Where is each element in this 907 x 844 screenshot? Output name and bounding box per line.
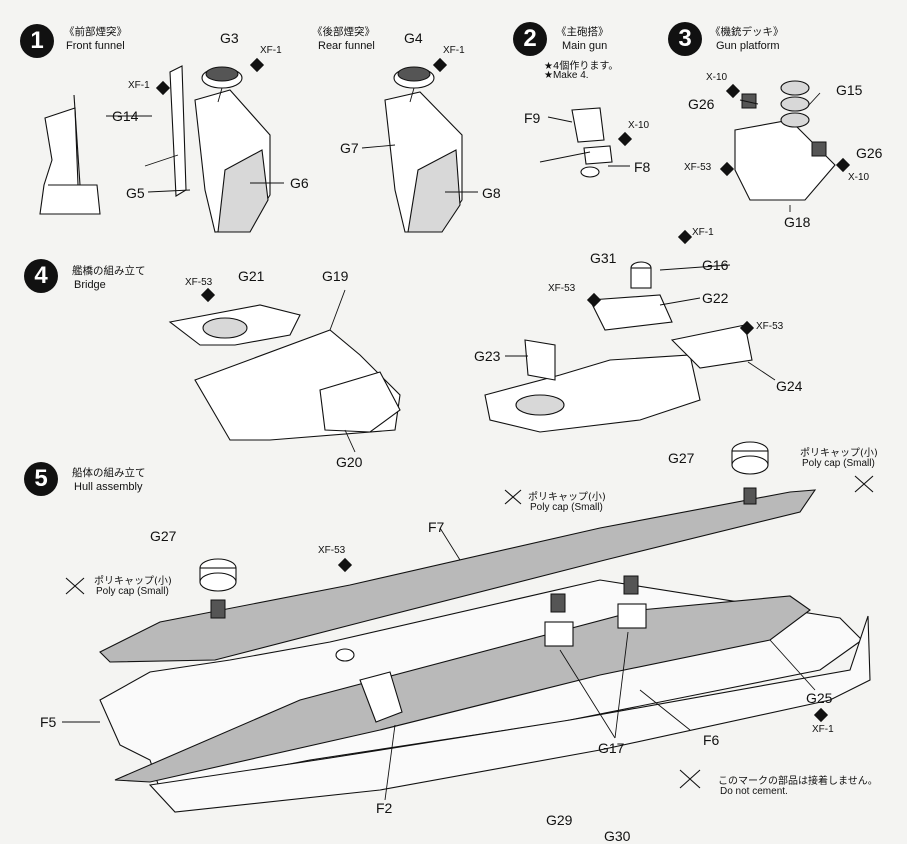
paint-label-xf53-a: XF-53	[684, 162, 712, 173]
part-label-f6: F6	[703, 732, 720, 748]
part-label-g26-b: G26	[856, 145, 883, 161]
hull-deck-f7-drawing	[99, 489, 871, 813]
part-label-g3: G3	[220, 30, 239, 46]
hull-poly-caps-drawing	[199, 441, 769, 723]
part-label-g5: G5	[126, 185, 145, 201]
paint-label-x10-b: X-10	[706, 72, 728, 83]
part-label-g26-a: G26	[688, 96, 715, 112]
part-label-g27-a: G27	[150, 528, 177, 544]
paint-label-xf1-e: XF-1	[812, 724, 834, 735]
front-funnel-g14-drawing	[39, 94, 101, 215]
part-label-g8: G8	[482, 185, 501, 201]
paint-label-xf53-c: XF-53	[548, 283, 576, 294]
front-funnel-assembly-drawing	[144, 65, 271, 233]
step-3-title-jp: 《機銃デッキ》	[710, 26, 784, 38]
part-label-g22: G22	[702, 290, 729, 306]
paint-label-xf1-d: XF-1	[692, 227, 714, 238]
paint-label-xf53-b: XF-53	[185, 277, 213, 288]
step-2-title-en: Main gun	[562, 40, 608, 52]
paint-label-xf53-d: XF-53	[756, 321, 784, 332]
step-1-title-jp: 《前部煙突》	[64, 26, 127, 38]
step-4-title-jp: 艦橋の組み立て	[72, 265, 146, 277]
bridge-left-drawing	[168, 304, 401, 441]
gun-platform-drawing	[734, 80, 836, 201]
step-3-title-en: Gun platform	[716, 40, 780, 52]
part-label-g18: G18	[784, 214, 811, 230]
paint-label-xf1-c: XF-1	[443, 45, 465, 56]
step-2-title-jp: 《主砲搭》	[556, 26, 609, 38]
part-label-g17: G17	[598, 740, 625, 756]
step-2-note-jp: ★4個作ります。	[544, 61, 619, 72]
part-label-f2: F2	[376, 800, 393, 816]
polycap-label-mid-en: Poly cap (Small)	[530, 502, 603, 513]
part-label-g20: G20	[336, 454, 363, 470]
part-label-g15: G15	[836, 82, 863, 98]
step-5-title-en: Hull assembly	[74, 481, 143, 493]
step-2-note-en: ★Make 4.	[544, 70, 589, 81]
paint-label-x10-a: X-10	[628, 120, 650, 131]
part-label-g19: G19	[322, 268, 349, 284]
part-label-g4: G4	[404, 30, 423, 46]
part-label-g6: G6	[290, 175, 309, 191]
step-4-title-en: Bridge	[74, 279, 106, 291]
step-1-badge: 1	[20, 24, 54, 58]
part-label-g14: G14	[112, 108, 139, 124]
polycap-label-left-en: Poly cap (Small)	[96, 586, 169, 597]
part-label-f8: F8	[634, 159, 651, 175]
part-label-f5: F5	[40, 714, 57, 730]
bridge-right-drawing	[484, 261, 753, 433]
step-2-badge: 2	[513, 22, 547, 56]
polycap-label-mid-jp: ポリキャップ(小)	[528, 492, 606, 503]
part-label-g24: G24	[776, 378, 803, 394]
part-label-f7: F7	[428, 519, 445, 535]
rear-funnel-title-jp: 《後部煙突》	[312, 26, 375, 38]
rear-funnel-title-en: Rear funnel	[318, 40, 375, 52]
step-4-badge: 4	[24, 259, 58, 293]
step-1-title-en: Front funnel	[66, 40, 125, 52]
part-label-f9: F9	[524, 110, 541, 126]
no-cement-legend-en: Do not cement.	[720, 786, 788, 797]
part-label-g21: G21	[238, 268, 265, 284]
step-5-badge: 5	[24, 462, 58, 496]
step-5-title-jp: 船体の組み立て	[72, 467, 146, 479]
polycap-label-left-jp: ポリキャップ(小)	[94, 576, 172, 587]
leader-lines	[62, 92, 821, 801]
part-label-g7: G7	[340, 140, 359, 156]
part-label-g27-b: G27	[668, 450, 695, 466]
part-label-g16: G16	[702, 257, 729, 273]
rear-funnel-assembly-drawing	[384, 66, 463, 233]
step-3-badge: 3	[668, 22, 702, 56]
paint-label-x10-c: X-10	[848, 172, 870, 183]
no-cement-marks	[65, 475, 874, 789]
part-label-g30: G30	[604, 828, 631, 844]
no-cement-legend-jp: このマークの部品は接着しません。	[718, 776, 878, 787]
main-gun-drawing	[539, 107, 613, 178]
paint-label-xf1-b: XF-1	[128, 80, 150, 91]
part-label-g25: G25	[806, 690, 833, 706]
paint-label-xf53-e: XF-53	[318, 545, 346, 556]
part-label-g23: G23	[474, 348, 501, 364]
polycap-label-right-en: Poly cap (Small)	[802, 458, 875, 469]
part-label-g29: G29	[546, 812, 573, 828]
polycap-label-right-jp: ポリキャップ(小)	[800, 448, 878, 459]
part-label-g31: G31	[590, 250, 617, 266]
paint-label-xf1-a: XF-1	[260, 45, 282, 56]
